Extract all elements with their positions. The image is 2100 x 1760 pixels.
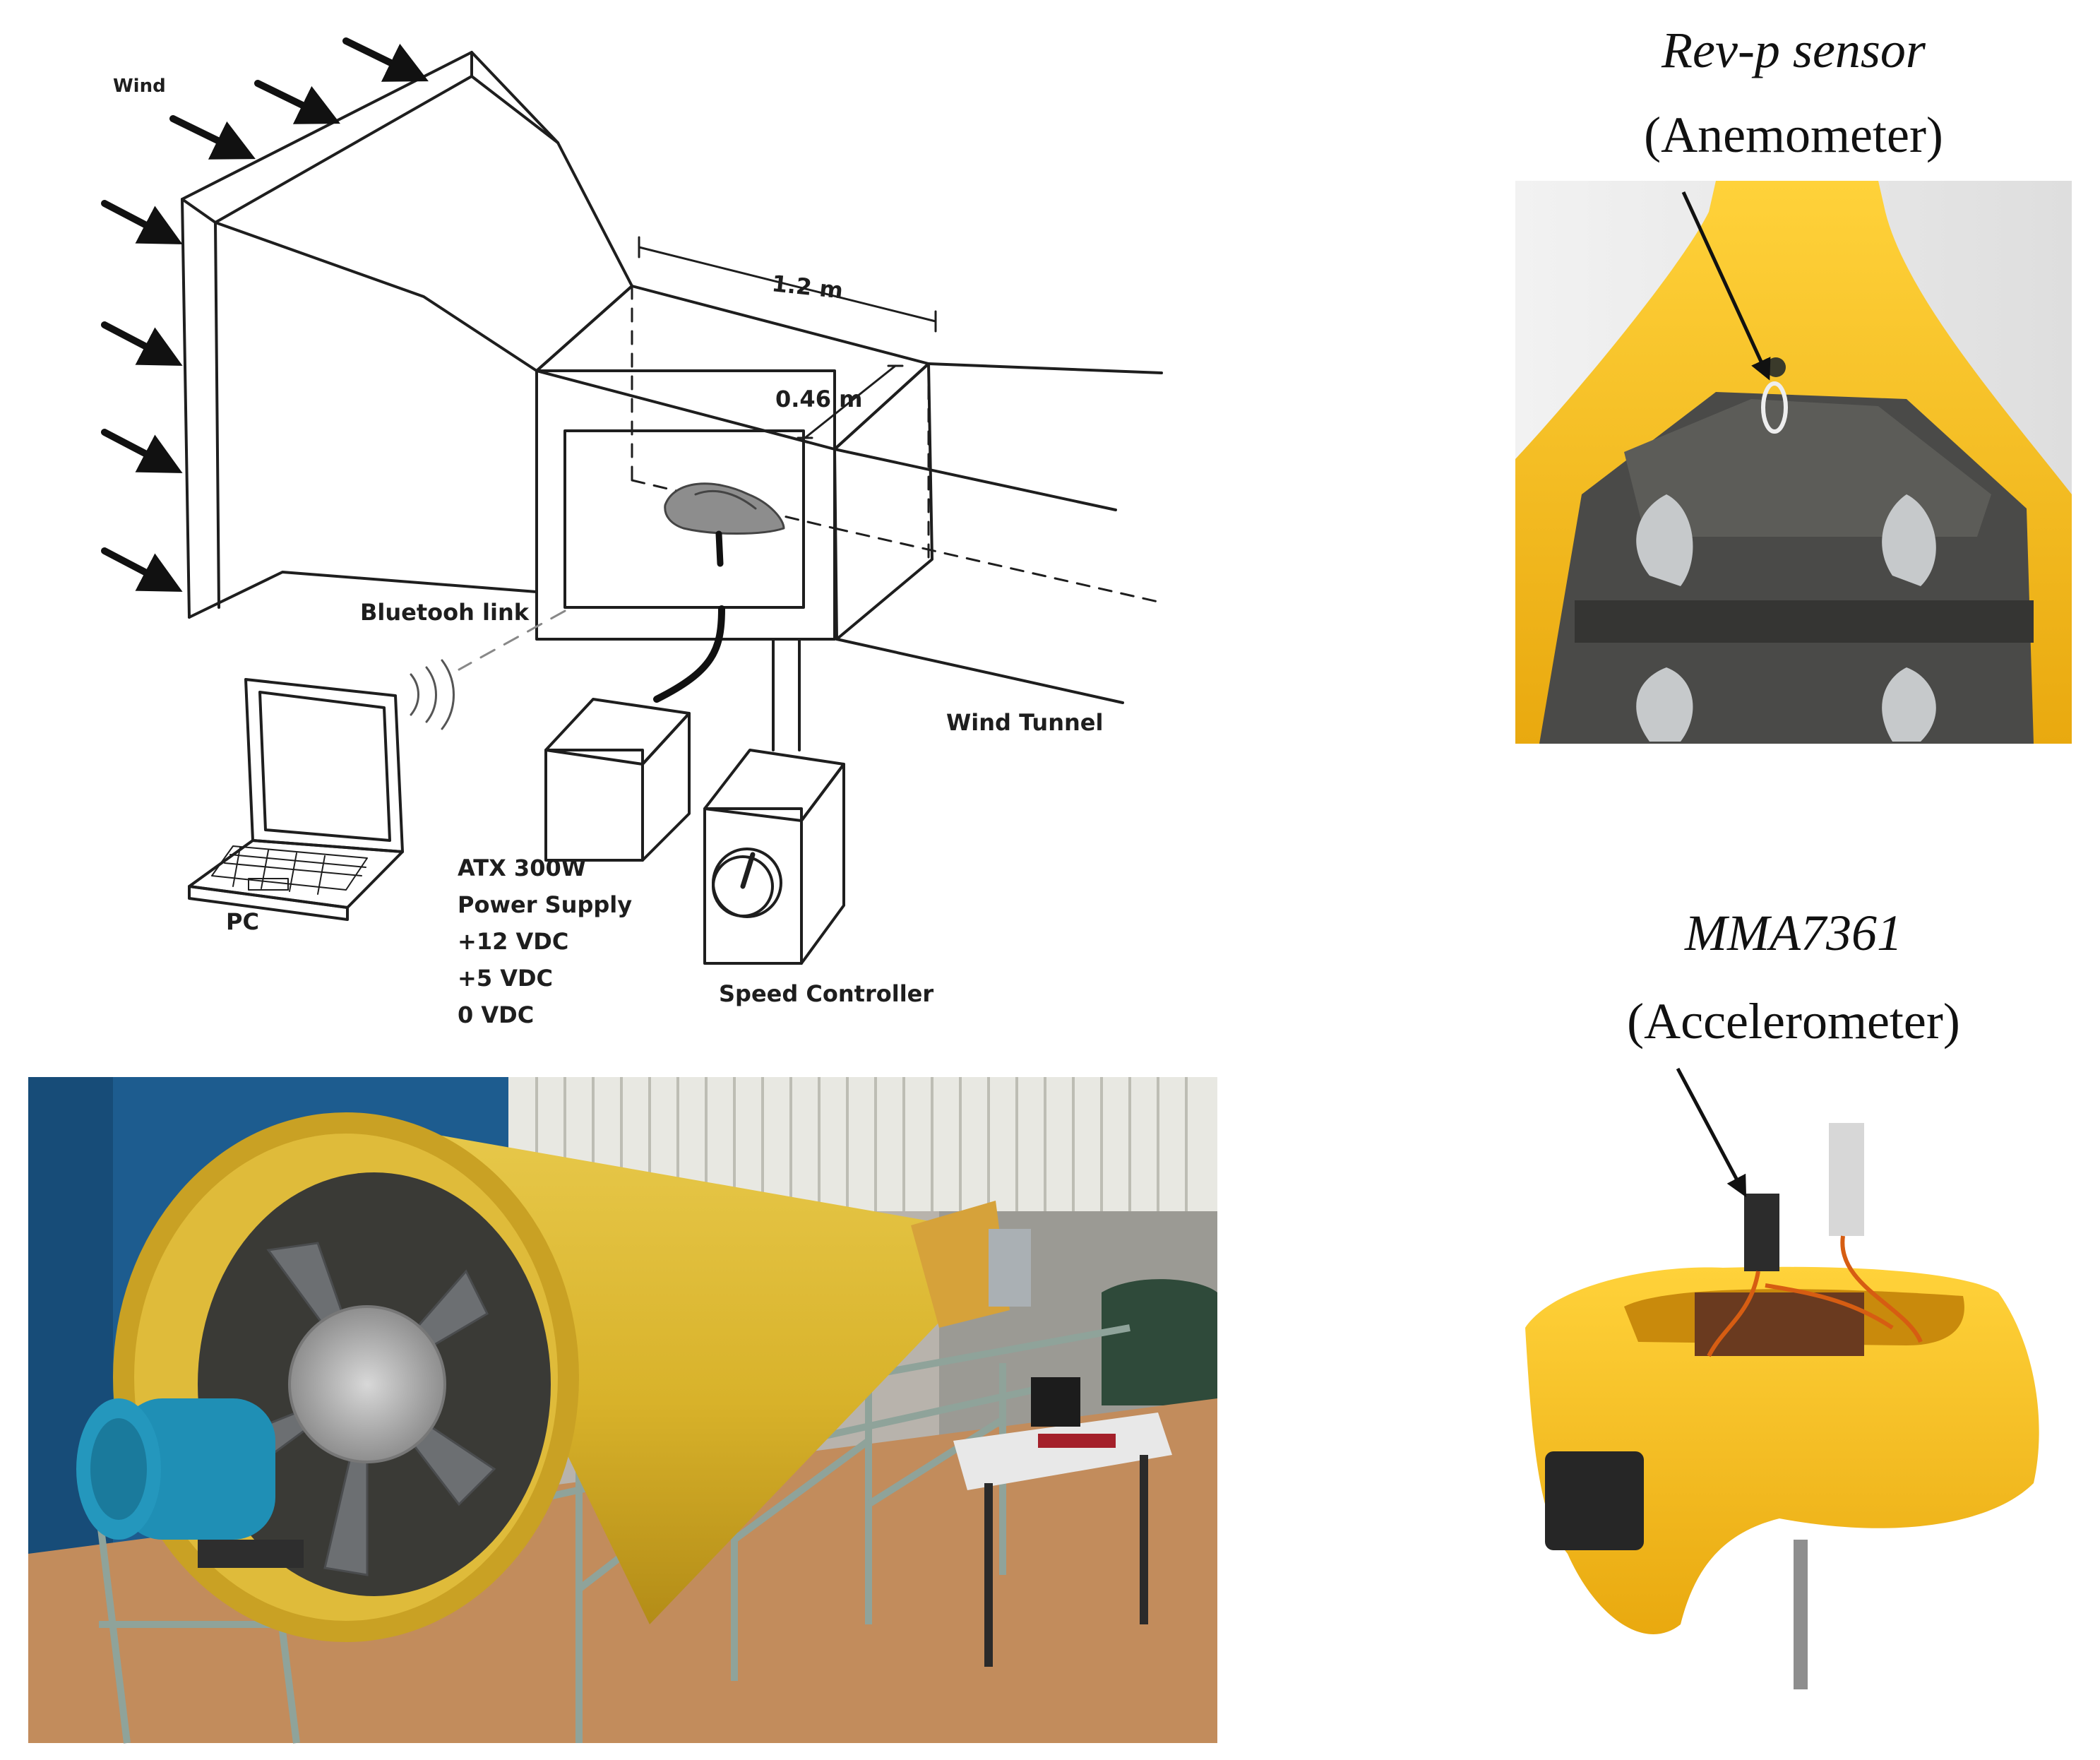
- rev-p-sensor-name: Rev-p sensor: [1661, 22, 1926, 78]
- wind-arrows: [101, 37, 429, 592]
- accelerometer-photo: [1515, 1067, 2072, 1689]
- laptop-icon: [188, 678, 404, 921]
- dimension-length: [638, 236, 937, 333]
- rev-p-sensor-type: (Anemometer): [1644, 107, 1943, 163]
- wind-tunnel-photo: [28, 1077, 1217, 1744]
- power-supply-line-3: +12 VDC: [458, 928, 568, 955]
- anemometer-pointer: [1681, 191, 1771, 381]
- mma-sensor-type: (Accelerometer): [1627, 993, 1960, 1050]
- accelerometer-pointer: [1676, 1067, 1747, 1198]
- test-section: [535, 285, 1159, 641]
- pc-label: PC: [226, 908, 259, 935]
- speed-controller-box: [703, 749, 845, 965]
- height-dimension-label: 0.46 m: [775, 386, 862, 412]
- diffuser-lines: [833, 362, 1163, 704]
- controller-cable: [772, 638, 801, 751]
- speed-controller-label: Speed Controller: [719, 980, 933, 1007]
- power-supply-line-4: +5 VDC: [458, 965, 553, 992]
- bird-model: [664, 482, 785, 567]
- anemometer-photo: [1515, 181, 2072, 744]
- schematic-labels: Wind 1.2 m 0.46 m Bluetooh link Wind Tun…: [113, 76, 1103, 1028]
- mma-sensor-name: MMA7361: [1685, 905, 1902, 961]
- bluetooth-link-label: Bluetooh link: [360, 599, 530, 626]
- wind-label: Wind: [113, 76, 166, 97]
- power-cable: [653, 605, 725, 703]
- intake-funnel: [181, 51, 633, 619]
- power-supply-line-1: ATX 300W: [458, 855, 586, 881]
- bluetooth-waves-icon: [410, 659, 455, 730]
- power-supply-box: [544, 698, 691, 862]
- length-dimension-label: 1.2 m: [770, 270, 845, 304]
- bluetooth-link-line: [458, 610, 566, 671]
- wind-tunnel-label: Wind Tunnel: [946, 709, 1103, 736]
- power-supply-line-5: 0 VDC: [458, 1001, 534, 1028]
- wind-tunnel-schematic: [101, 37, 1163, 965]
- dimension-height: [797, 364, 904, 439]
- power-supply-line-2: Power Supply: [458, 891, 632, 918]
